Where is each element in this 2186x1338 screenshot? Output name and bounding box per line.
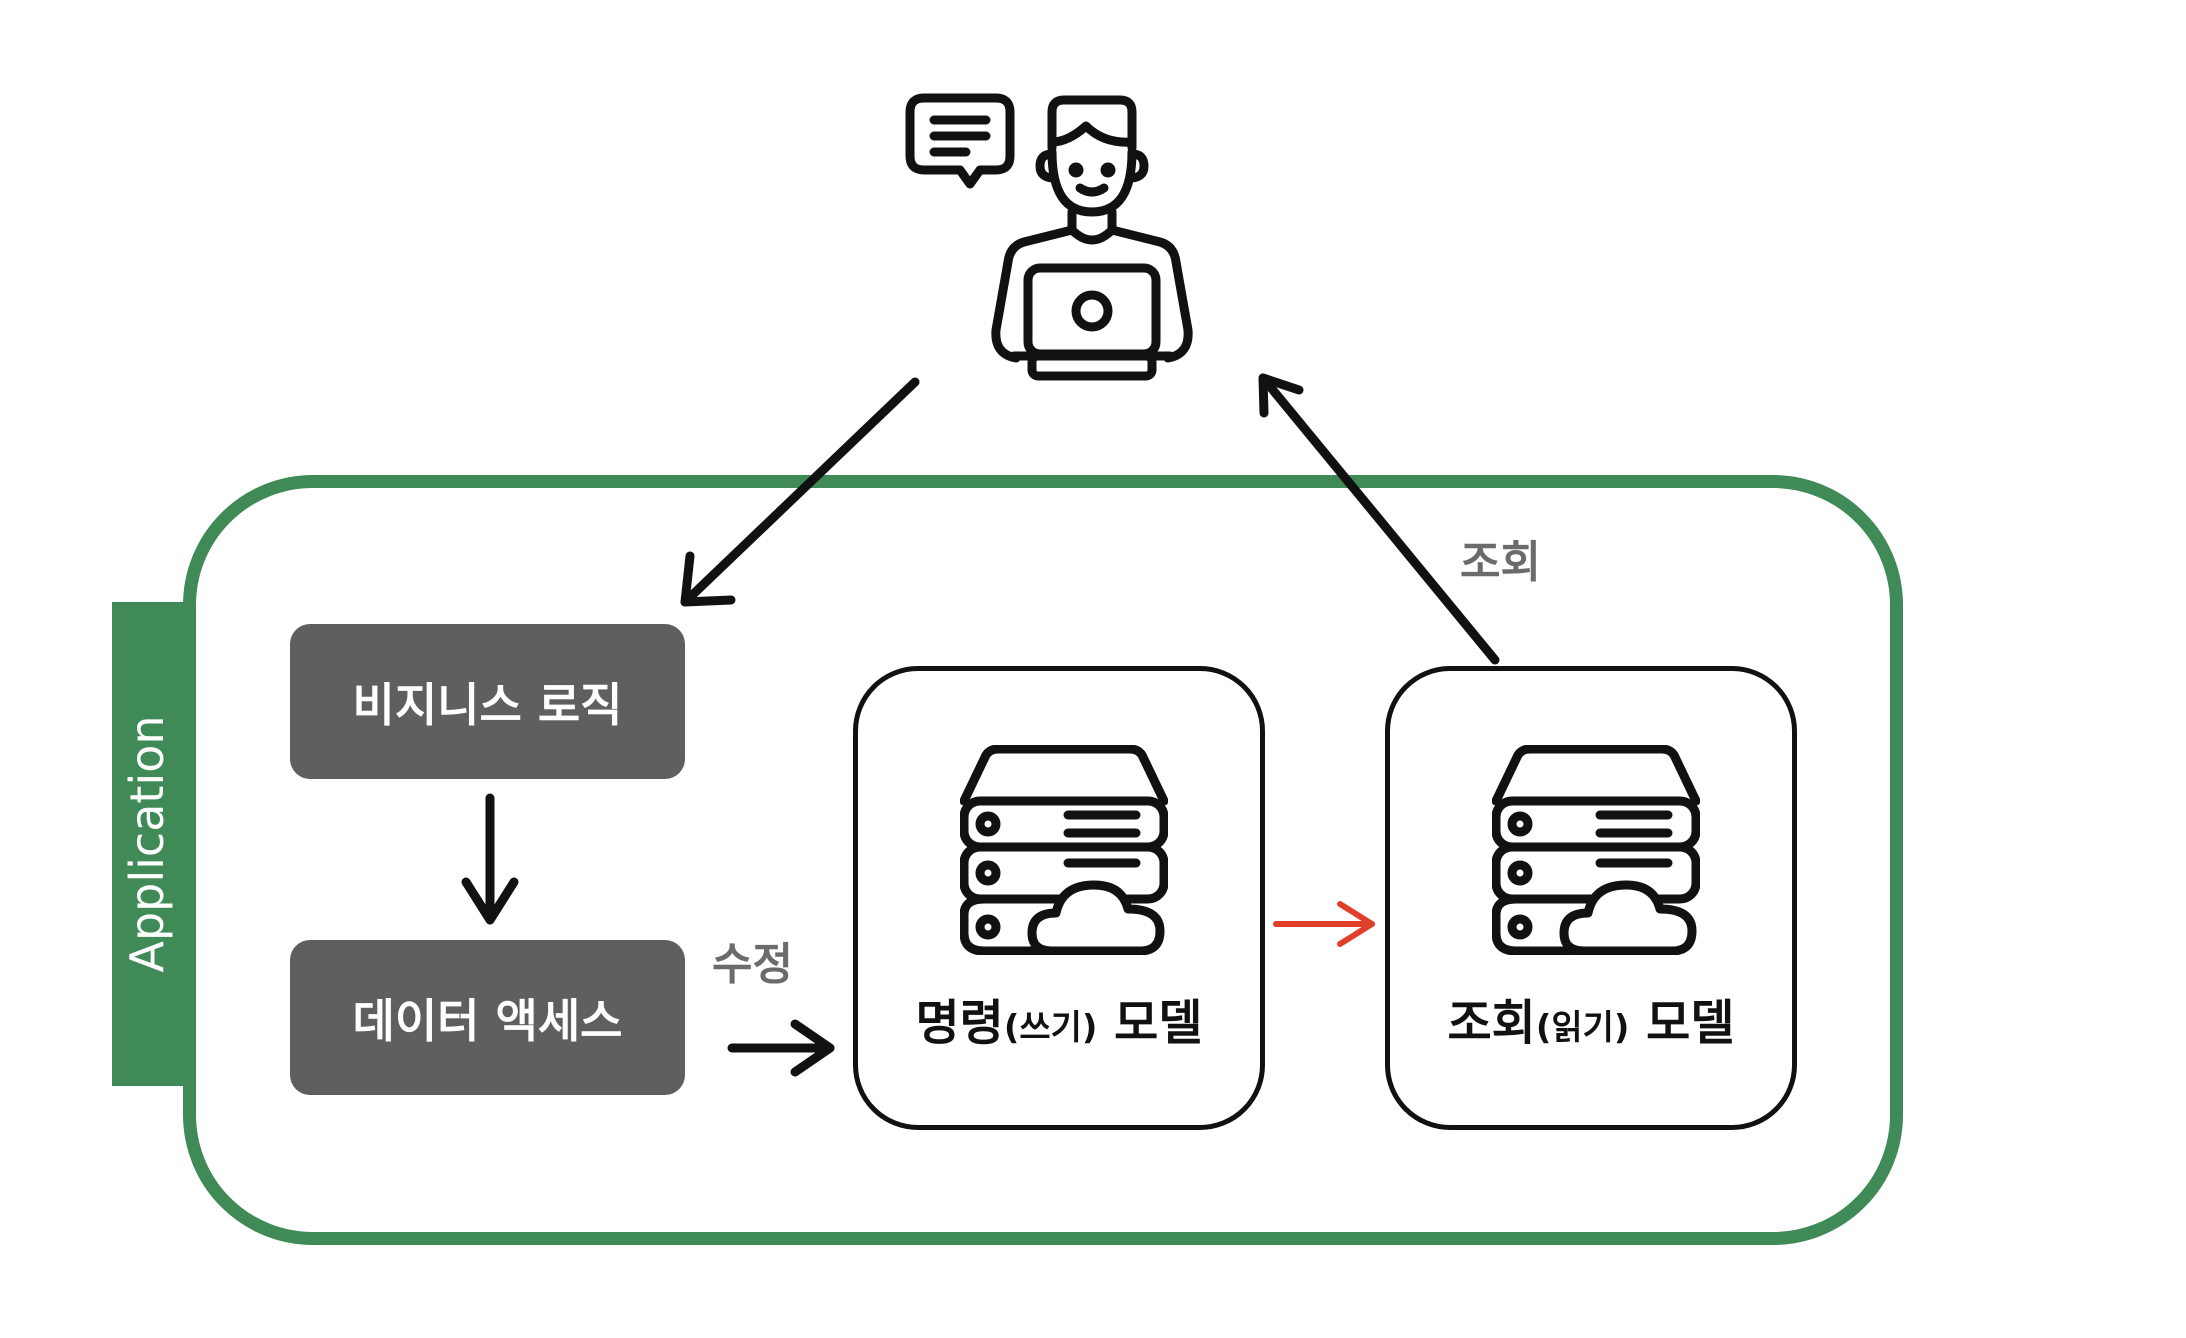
command-model-label: 명령(쓰기) 모델 (858, 983, 1260, 1053)
application-label: Application (120, 715, 174, 973)
command-model-suffix: 모델 (1097, 995, 1203, 1051)
query-model-label: 조회(읽기) 모델 (1390, 983, 1792, 1053)
data-access-box: 데이터 액세스 (290, 940, 685, 1095)
query-model-suffix: 모델 (1629, 995, 1735, 1051)
person-with-laptop-icon (905, 93, 1193, 381)
business-logic-box: 비지니스 로직 (290, 624, 685, 779)
command-model-paren: (쓰기) (1003, 1008, 1098, 1048)
speech-bubble-icon (905, 93, 1015, 189)
query-model-paren: (읽기) (1535, 1008, 1630, 1048)
server-cloud-icon (1492, 745, 1700, 955)
query-edge-label: 조회 (1460, 537, 1541, 588)
modify-edge-label: 수정 (712, 939, 793, 990)
command-model-box: 명령(쓰기) 모델 (853, 666, 1265, 1130)
command-model-main: 명령 (915, 995, 1004, 1051)
query-model-main: 조회 (1447, 995, 1536, 1051)
application-tab (112, 602, 183, 1086)
query-model-box: 조회(읽기) 모델 (1385, 666, 1797, 1130)
server-cloud-icon (960, 745, 1168, 955)
